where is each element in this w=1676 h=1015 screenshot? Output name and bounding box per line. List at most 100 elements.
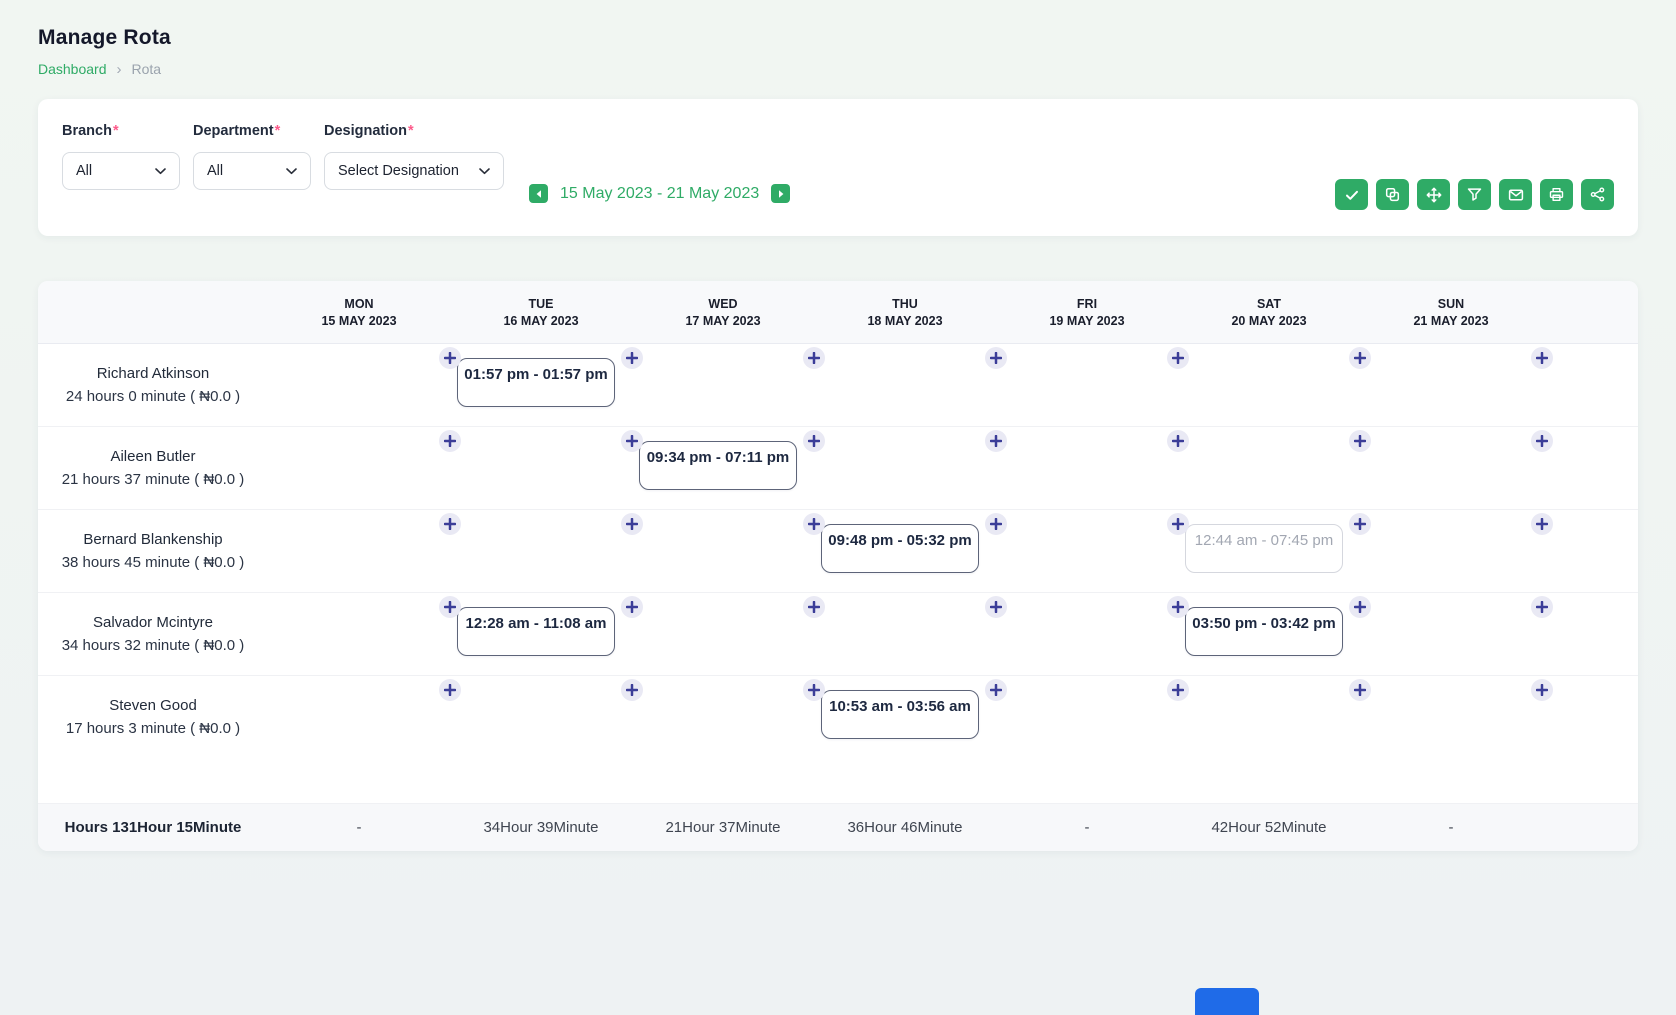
add-shift-button[interactable] bbox=[439, 679, 461, 701]
shift-card[interactable]: 12:44 am - 07:45 pm bbox=[1185, 524, 1343, 573]
add-shift-button[interactable] bbox=[985, 347, 1007, 369]
add-shift-button[interactable] bbox=[1531, 513, 1553, 535]
add-shift-button[interactable] bbox=[621, 679, 643, 701]
bottom-widget-button[interactable] bbox=[1195, 988, 1259, 1015]
shift-cell bbox=[632, 593, 825, 675]
shift-card[interactable]: 09:34 pm - 07:11 pm bbox=[639, 441, 797, 490]
shift-card[interactable]: 03:50 pm - 03:42 pm bbox=[1185, 607, 1343, 656]
shift-cell bbox=[268, 676, 461, 803]
plus-icon bbox=[1172, 601, 1184, 613]
date-label: 15 MAY 2023 bbox=[321, 313, 397, 328]
add-shift-button[interactable] bbox=[1531, 596, 1553, 618]
add-shift-button[interactable] bbox=[985, 430, 1007, 452]
shift-cell bbox=[1178, 676, 1371, 803]
add-shift-button[interactable] bbox=[1531, 679, 1553, 701]
employee-hours-summary: 34 hours 32 minute ( ₦0.0 ) bbox=[61, 637, 245, 654]
shift-cell bbox=[814, 593, 1007, 675]
day-total: 42Hour 52Minute bbox=[1211, 819, 1327, 836]
plus-icon bbox=[1536, 518, 1548, 530]
next-week-button[interactable] bbox=[771, 184, 791, 203]
mail-icon bbox=[1508, 187, 1524, 203]
add-shift-button[interactable] bbox=[803, 679, 825, 701]
employee-name: Bernard Blankenship bbox=[83, 531, 223, 548]
add-shift-button[interactable] bbox=[985, 679, 1007, 701]
plus-icon bbox=[444, 352, 456, 364]
add-shift-button[interactable] bbox=[439, 596, 461, 618]
date-label: 17 MAY 2023 bbox=[685, 313, 761, 328]
add-shift-button[interactable] bbox=[439, 347, 461, 369]
move-button[interactable] bbox=[1417, 179, 1450, 210]
shift-cell bbox=[814, 427, 1007, 509]
shift-card[interactable]: 01:57 pm - 01:57 pm bbox=[457, 358, 615, 407]
employee-hours-summary: 24 hours 0 minute ( ₦0.0 ) bbox=[65, 388, 241, 405]
add-shift-button[interactable] bbox=[1531, 430, 1553, 452]
add-shift-button[interactable] bbox=[1167, 679, 1189, 701]
check-icon bbox=[1344, 187, 1360, 203]
add-shift-button[interactable] bbox=[621, 430, 643, 452]
date-label: 20 MAY 2023 bbox=[1231, 313, 1307, 328]
plus-icon bbox=[990, 518, 1002, 530]
shift-cell bbox=[996, 427, 1189, 509]
prev-week-button[interactable] bbox=[529, 184, 548, 203]
add-shift-button[interactable] bbox=[1349, 513, 1371, 535]
add-shift-button[interactable] bbox=[803, 513, 825, 535]
add-shift-button[interactable] bbox=[1349, 596, 1371, 618]
add-shift-button[interactable] bbox=[1167, 513, 1189, 535]
print-button[interactable] bbox=[1540, 179, 1573, 210]
plus-icon bbox=[1172, 518, 1184, 530]
add-shift-button[interactable] bbox=[621, 347, 643, 369]
add-shift-button[interactable] bbox=[621, 513, 643, 535]
add-shift-button[interactable] bbox=[439, 430, 461, 452]
share-button[interactable] bbox=[1581, 179, 1614, 210]
shift-cell: 09:48 pm - 05:32 pm bbox=[814, 510, 1007, 592]
copy-button[interactable] bbox=[1376, 179, 1409, 210]
plus-icon bbox=[990, 601, 1002, 613]
weekday-label: THU bbox=[892, 297, 918, 311]
branch-label-text: Branch bbox=[62, 123, 112, 139]
add-shift-button[interactable] bbox=[985, 513, 1007, 535]
add-shift-button[interactable] bbox=[803, 347, 825, 369]
add-shift-button[interactable] bbox=[985, 596, 1007, 618]
plus-icon bbox=[808, 518, 820, 530]
branch-filter-group: Branch* All bbox=[62, 123, 180, 190]
email-button[interactable] bbox=[1499, 179, 1532, 210]
add-shift-button[interactable] bbox=[1349, 347, 1371, 369]
add-shift-button[interactable] bbox=[1167, 596, 1189, 618]
plus-icon bbox=[1354, 518, 1366, 530]
day-total: 34Hour 39Minute bbox=[483, 819, 599, 836]
add-shift-button[interactable] bbox=[1167, 347, 1189, 369]
add-shift-button[interactable] bbox=[803, 596, 825, 618]
add-shift-button[interactable] bbox=[1167, 430, 1189, 452]
breadcrumb-dashboard-link[interactable]: Dashboard bbox=[38, 61, 107, 77]
shift-cell bbox=[632, 676, 825, 803]
add-shift-button[interactable] bbox=[1531, 347, 1553, 369]
designation-label-text: Designation bbox=[324, 123, 407, 139]
day-total: - bbox=[1084, 819, 1090, 836]
add-shift-button[interactable] bbox=[621, 596, 643, 618]
shift-card[interactable]: 09:48 pm - 05:32 pm bbox=[821, 524, 979, 573]
shift-cell bbox=[996, 510, 1189, 592]
approve-button[interactable] bbox=[1335, 179, 1368, 210]
designation-label: Designation* bbox=[324, 123, 504, 139]
shift-card[interactable]: 12:28 am - 11:08 am bbox=[457, 607, 615, 656]
add-shift-button[interactable] bbox=[1349, 430, 1371, 452]
date-label: 18 MAY 2023 bbox=[867, 313, 943, 328]
manage-rota-page: Manage Rota Dashboard › Rota Branch* All… bbox=[38, 26, 1638, 851]
employee-name: Aileen Butler bbox=[110, 448, 196, 465]
filter-button[interactable] bbox=[1458, 179, 1491, 210]
branch-select[interactable]: All bbox=[62, 152, 180, 190]
day-total: - bbox=[1448, 819, 1454, 836]
plus-icon bbox=[1354, 352, 1366, 364]
designation-select[interactable]: Select Designation bbox=[324, 152, 504, 190]
shift-card[interactable]: 10:53 am - 03:56 am bbox=[821, 690, 979, 739]
department-select[interactable]: All bbox=[193, 152, 311, 190]
add-shift-button[interactable] bbox=[439, 513, 461, 535]
add-shift-button[interactable] bbox=[803, 430, 825, 452]
shift-cell bbox=[996, 676, 1189, 803]
add-shift-button[interactable] bbox=[1349, 679, 1371, 701]
